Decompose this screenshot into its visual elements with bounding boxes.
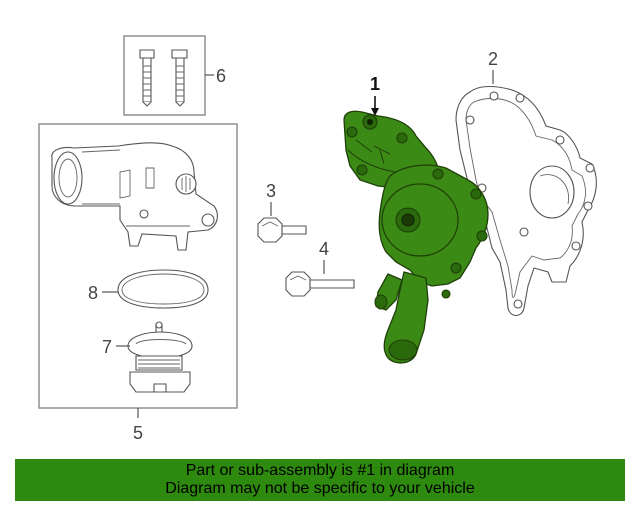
- water-pump[interactable]: 1: [343, 74, 489, 364]
- bolt-4[interactable]: 4: [285, 239, 355, 297]
- callout-2: 2: [488, 49, 498, 69]
- callout-3: 3: [266, 181, 276, 201]
- thermostat-housing: [51, 142, 218, 251]
- thermostat-housing-group[interactable]: 8 7 5: [38, 123, 238, 443]
- housing-gasket: [117, 269, 209, 309]
- callout-8: 8: [88, 283, 98, 303]
- bolt-kit-box: [123, 35, 206, 116]
- callout-6: 6: [216, 66, 226, 86]
- callout-7: 7: [102, 337, 112, 357]
- banner-line-1: Part or sub-assembly is #1 in diagram: [185, 462, 455, 479]
- bolt-kit-group[interactable]: 6: [123, 35, 226, 116]
- parts-diagram: 6 8: [38, 35, 597, 443]
- banner-line-2: Diagram may not be specific to your vehi…: [165, 480, 475, 497]
- thermostat: [127, 321, 193, 393]
- bolt-left: [139, 49, 155, 107]
- info-banner: Part or sub-assembly is #1 in diagram Di…: [15, 459, 625, 501]
- bolt-3[interactable]: 3: [257, 181, 307, 243]
- callout-1: 1: [370, 74, 380, 94]
- bolt-right: [171, 49, 188, 107]
- callout-4: 4: [319, 239, 329, 259]
- water-pump-gasket[interactable]: 2: [455, 49, 597, 317]
- callout-5: 5: [133, 423, 143, 443]
